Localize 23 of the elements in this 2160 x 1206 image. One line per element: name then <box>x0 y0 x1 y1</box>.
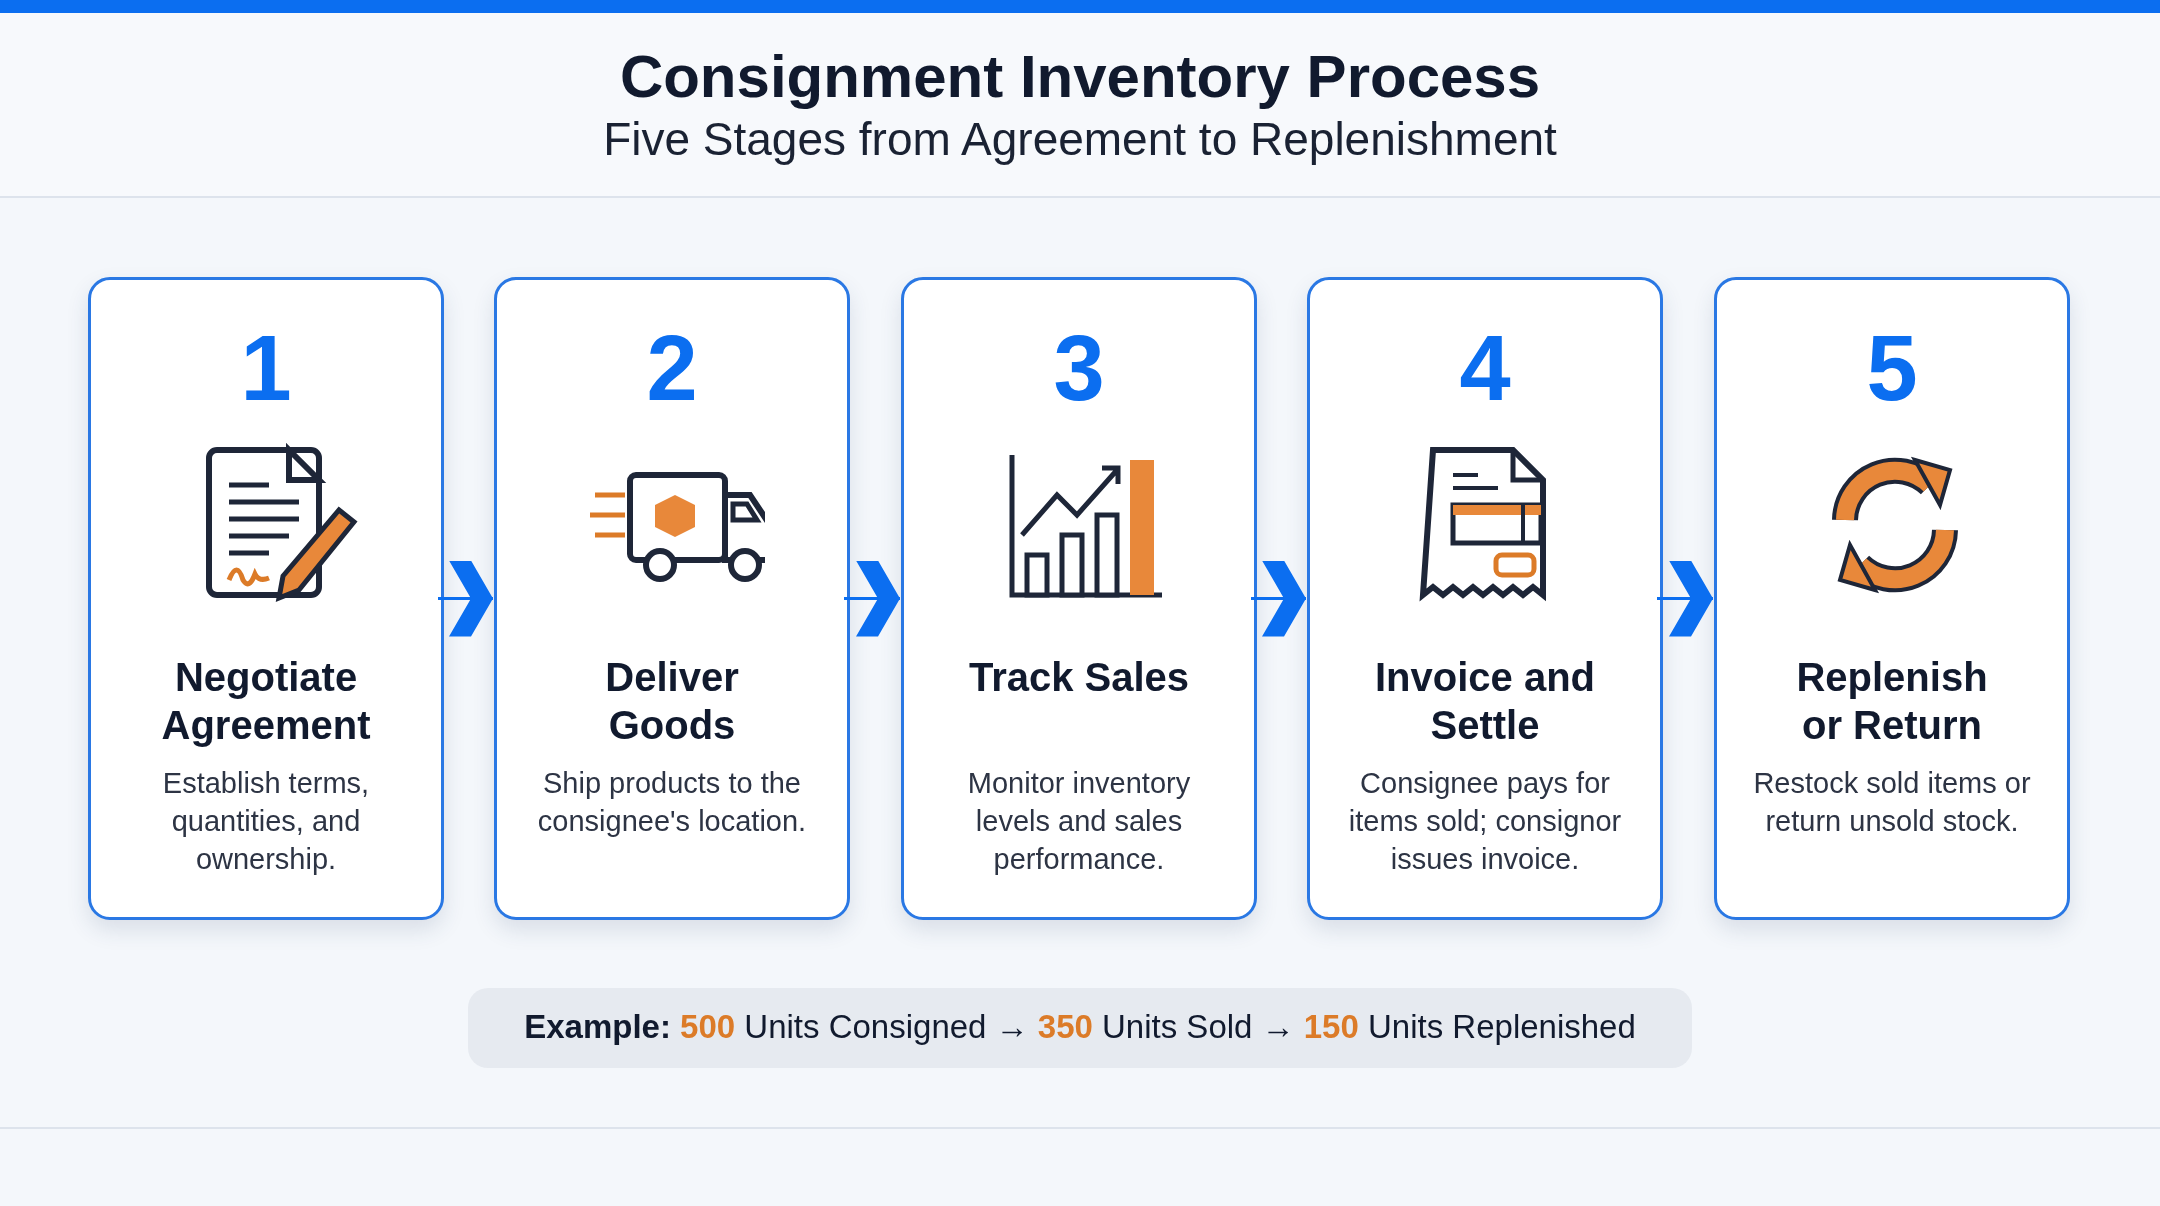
step-number: 1 <box>239 322 293 414</box>
step-title: Invoice and Settle <box>1374 654 1596 749</box>
step-card <box>1714 277 2070 920</box>
step-card <box>494 277 850 920</box>
step-description: Consignee pays for items sold; consignor issues invoice. <box>1347 766 1623 877</box>
step-description: Ship products to the consignee's location. <box>536 766 808 839</box>
step-title: Deliver Goods <box>604 654 740 749</box>
step-number: 5 <box>1865 322 1919 414</box>
step-card <box>88 277 444 920</box>
subtitle: Five Stages from Agreement to Replenishment <box>602 112 1558 166</box>
step-description: Restock sold items or return unsold stock. <box>1752 766 2032 839</box>
step-title: Negotiate Agreement <box>160 654 372 749</box>
step-number: 2 <box>645 322 699 414</box>
step-title: Track Sales <box>968 654 1190 701</box>
step-description: Establish terms, quantities, and ownership. <box>161 766 371 877</box>
title: Consignment Inventory Process <box>618 42 1542 111</box>
step-card <box>901 277 1257 920</box>
step-number: 4 <box>1458 322 1512 414</box>
step-card <box>1307 277 1663 920</box>
example-text: Example: 500 Units Consigned → 350 Units Sold → 150 Units Replenished <box>523 1008 1637 1046</box>
step-number: 3 <box>1052 322 1106 414</box>
step-description: Monitor inventory levels and sales performance. <box>966 766 1192 877</box>
step-title: Replenish or Return <box>1795 654 1989 749</box>
